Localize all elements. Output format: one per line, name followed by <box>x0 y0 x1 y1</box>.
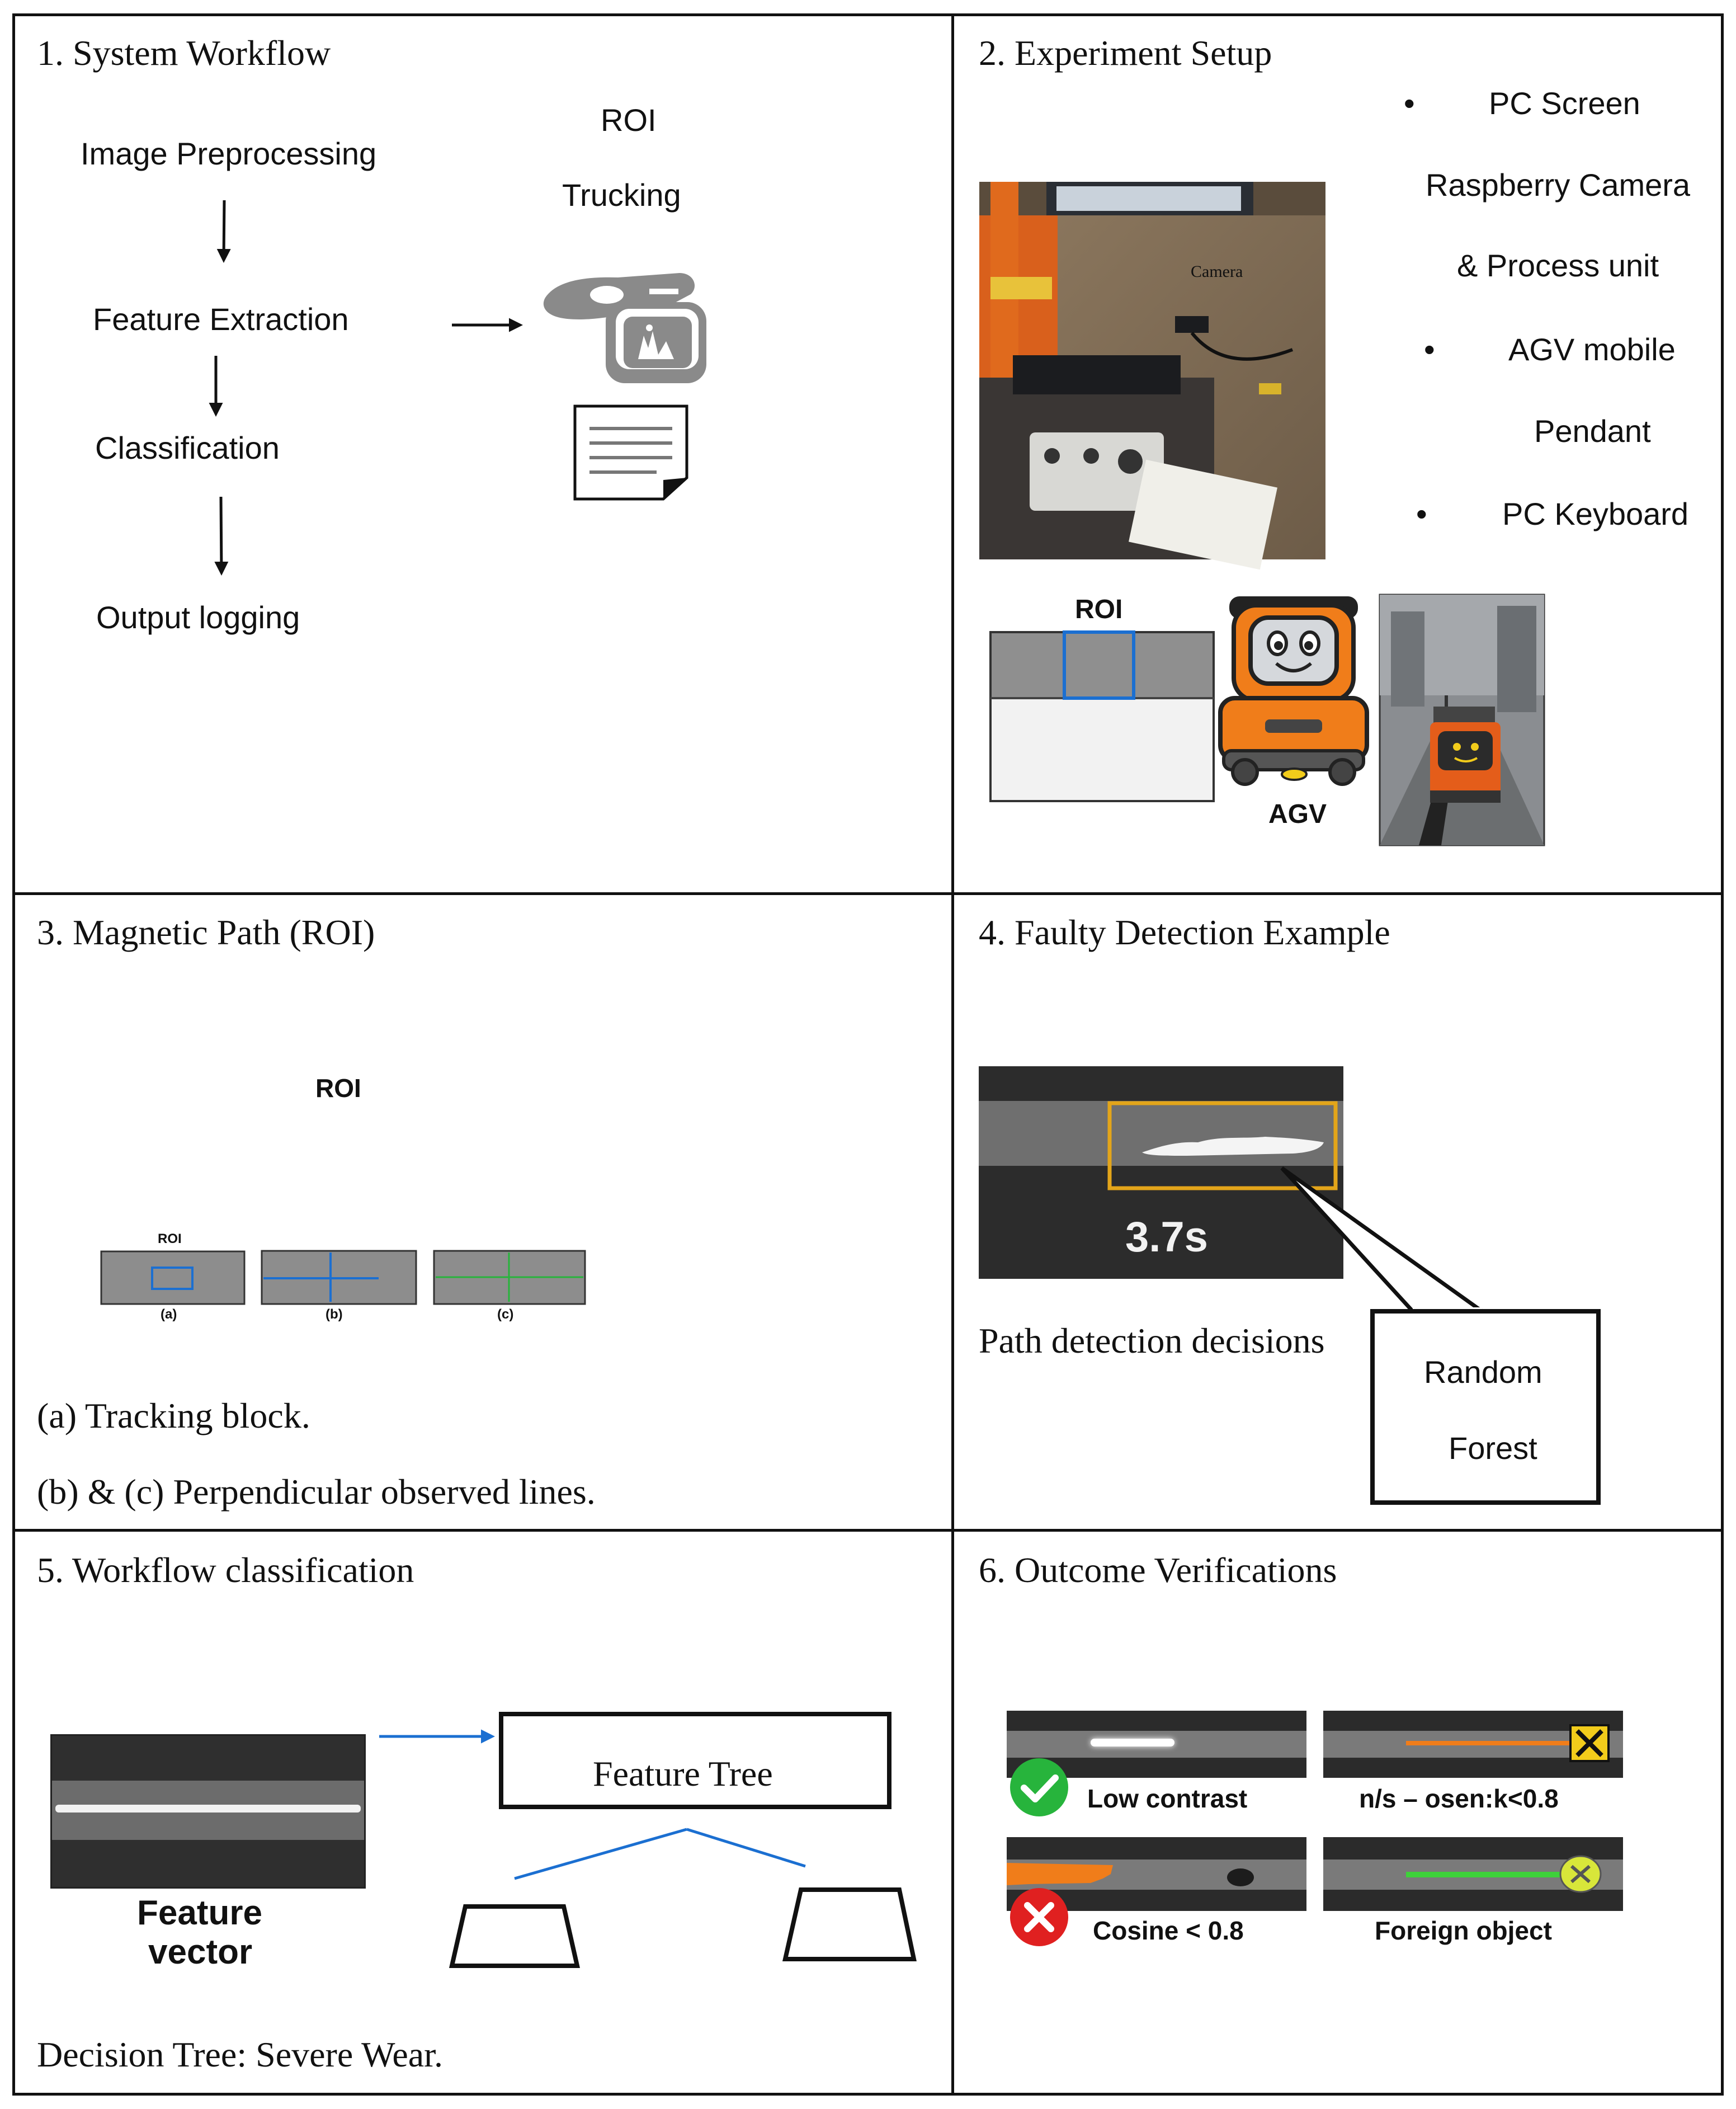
panel-2-title: 2. Experiment Setup <box>979 33 1272 73</box>
random-forest-callout: Random Forest <box>1370 1309 1601 1505</box>
bullet-process-unit: & Process unit <box>1457 248 1659 283</box>
row-divider-1 <box>12 892 1724 895</box>
tile-foreign-object <box>1323 1837 1623 1911</box>
tile-low-contrast <box>1007 1711 1306 1778</box>
callout-pointer <box>1280 1166 1488 1314</box>
path-detection-decisions: Path detection decisions <box>979 1321 1325 1361</box>
tile-ns-osen <box>1323 1711 1623 1778</box>
classification-arrow-and-tree <box>379 1729 917 1968</box>
bullet-pc-keyboard: PC Keyboard <box>1502 496 1689 531</box>
column-divider <box>951 13 954 2096</box>
feature-vector-label-1: Feature <box>137 1894 262 1932</box>
bullet-agv-mobile: AGV mobile <box>1508 332 1676 367</box>
bullet-dot-1: • <box>1404 86 1415 121</box>
roi-diagram-label: ROI <box>1075 595 1123 624</box>
callout-forest: Forest <box>1449 1430 1537 1466</box>
roi-heading: ROI <box>315 1074 361 1103</box>
factory-agv-photo <box>1379 594 1545 846</box>
feature-line <box>55 1805 361 1813</box>
tile-bright-line <box>1091 1739 1174 1746</box>
panel-4-title: 4. Faulty Detection Example <box>979 912 1390 952</box>
roi-tile-b <box>261 1250 417 1305</box>
foreign-spot <box>1227 1868 1254 1886</box>
panel-5-title: 5. Workflow classification <box>37 1550 414 1590</box>
sub-label-c: (c) <box>497 1307 514 1322</box>
detection-timer: 3.7s <box>1125 1213 1208 1261</box>
tree-branch-left <box>514 1828 687 1880</box>
workstation-photo: Camera <box>979 182 1325 570</box>
leaf-node-right <box>782 1887 917 1961</box>
roi-path-diagram <box>989 630 1215 802</box>
caption-tracking-block: (a) Tracking block. <box>37 1396 310 1435</box>
bullet-raspberry-camera: Raspberry Camera <box>1426 167 1691 203</box>
tracking-label: Trucking <box>562 177 681 213</box>
caption-perpendicular-lines: (b) & (c) Perpendicular observed lines. <box>37 1472 596 1512</box>
sub-label-b: (b) <box>326 1307 343 1322</box>
roi-tile-a <box>100 1250 246 1305</box>
bullet-dot-2: • <box>1424 332 1435 367</box>
agv-diagram-label: AGV <box>1268 799 1327 829</box>
decision-tree-caption: Decision Tree: Severe Wear. <box>37 2035 443 2074</box>
panel-1-title: 1. System Workflow <box>37 33 331 73</box>
bullet-pendant: Pendant <box>1534 413 1651 449</box>
fault-box <box>1107 1101 1338 1190</box>
sub-label-a: (a) <box>161 1307 177 1322</box>
detection-frame: 3.7s <box>979 1066 1343 1279</box>
tile-label-ns-osen: n/s – osen:k<0.8 <box>1359 1784 1559 1813</box>
tile-label-low-contrast: Low contrast <box>1087 1784 1248 1813</box>
tile-label-foreign-object: Foreign object <box>1375 1916 1552 1945</box>
figure-frame <box>12 13 1724 2096</box>
feature-vector-label-2: vector <box>148 1933 253 1971</box>
panel-6-title: 6. Outcome Verifications <box>979 1550 1337 1590</box>
yellow-x-marker-icon <box>1559 1855 1602 1893</box>
roi-small-label: ROI <box>158 1231 182 1246</box>
document-icon <box>573 404 688 501</box>
camera-photo-label: Camera <box>1191 262 1243 281</box>
feature-vector-image <box>50 1734 366 1889</box>
feature-tree-box: Feature Tree <box>499 1712 891 1809</box>
check-icon <box>1010 1758 1068 1816</box>
tile-orange-smear <box>1007 1863 1113 1885</box>
callout-random: Random <box>1424 1354 1542 1390</box>
bullet-dot-3: • <box>1416 496 1427 531</box>
cross-icon <box>1010 1888 1068 1946</box>
feature-tree-label: Feature Tree <box>593 1754 773 1793</box>
step-feature-extraction: Feature Extraction <box>93 302 349 337</box>
agv-cartoon <box>1218 596 1369 786</box>
leaf-node-left <box>449 1904 581 1968</box>
tile-label-cosine: Cosine < 0.8 <box>1093 1916 1244 1945</box>
roi-tile-c <box>433 1250 586 1305</box>
tile-orange-line <box>1406 1741 1574 1745</box>
tile-green-line <box>1406 1872 1574 1877</box>
camera-tracking-icon <box>543 273 706 383</box>
step-output-logging: Output logging <box>96 600 300 635</box>
x-box-icon <box>1569 1724 1610 1762</box>
tree-branch-right <box>686 1828 806 1868</box>
workflow-arrows <box>209 200 523 576</box>
panel-3-title: 3. Magnetic Path (ROI) <box>37 912 375 952</box>
row-divider-2 <box>12 1529 1724 1532</box>
bullet-pc-screen: PC Screen <box>1489 86 1640 121</box>
step-image-preprocessing: Image Preprocessing <box>81 136 377 171</box>
roi-label: ROI <box>601 102 657 138</box>
step-classification: Classification <box>95 430 280 465</box>
